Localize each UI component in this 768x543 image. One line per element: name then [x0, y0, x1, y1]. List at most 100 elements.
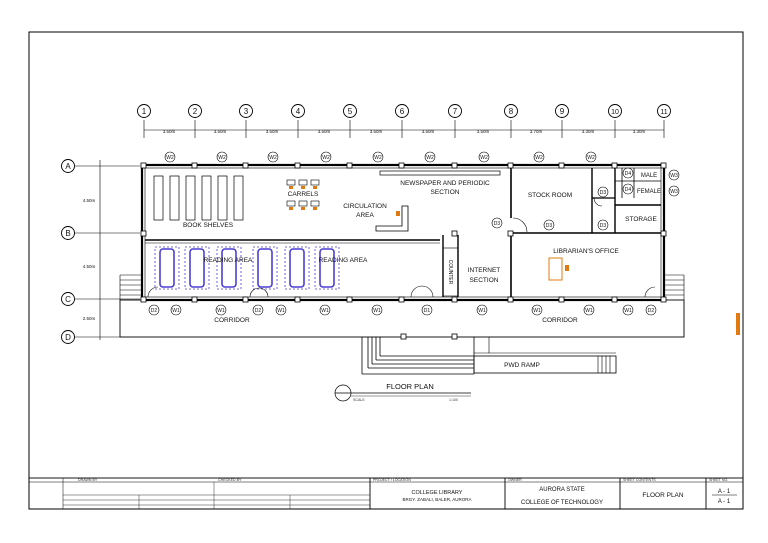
tag-text: W1: [277, 308, 285, 314]
grid-label: 2: [193, 107, 198, 116]
dimension-label: 3.50m: [477, 129, 490, 134]
dimension-label: 4.50m: [83, 264, 96, 269]
tag-text: D3: [546, 223, 553, 229]
newspaper-rack: [379, 170, 501, 176]
carrels-furniture: [286, 179, 320, 207]
tag-text: W1: [373, 308, 381, 314]
label-circulation-area: AREA: [356, 212, 374, 219]
grid-label: 7: [453, 107, 458, 116]
tag-text: W2: [269, 155, 277, 161]
grid-bubble-3: 3: [239, 104, 253, 118]
door-and-side-tags: D4 D4 W3 W3 D3 D3 D3 D3 D2 D2 D1 D2: [148, 167, 680, 316]
grid-label: 6: [400, 107, 405, 116]
door-tag-d3-c: D3: [491, 217, 503, 229]
grid-label: C: [65, 295, 71, 304]
grid-label: D: [65, 333, 71, 342]
owner-line-2: COLLEGE OF TECHNOLOGY: [521, 500, 603, 506]
tag-text: W2: [166, 155, 174, 161]
grid-bubble-1: 1: [137, 104, 151, 118]
tag-text: W1: [172, 308, 180, 314]
grid-rows: [74, 160, 140, 340]
grid-bubble-b: B: [61, 226, 75, 240]
tag-text: W2: [322, 155, 330, 161]
window-tag-w3-a: W3: [668, 169, 680, 181]
book-shelves: [153, 175, 244, 221]
window-tag: W2: [320, 151, 332, 163]
header-project: PROJECT / LOCATION: [373, 478, 411, 482]
label-internet-section: SECTION: [470, 277, 499, 284]
door-tag-d2-left: D2: [148, 304, 160, 316]
grid-bubble-7: 7: [448, 104, 462, 118]
grid-bubble-c: C: [61, 292, 75, 306]
counter-chair: [396, 211, 400, 216]
label-internet: INTERNET: [468, 267, 501, 274]
window-tag: W1: [215, 304, 227, 316]
project-name: COLLEGE LIBRARY: [412, 490, 463, 496]
room-labels: CARRELS NEWSPAPER AND PERIODIC SECTION S…: [183, 173, 661, 369]
grid-label: B: [65, 229, 70, 238]
window-tag: W1: [622, 304, 634, 316]
grid-label: 10: [611, 109, 619, 116]
window-tag: W1: [275, 304, 287, 316]
grid-label: 8: [509, 107, 514, 116]
tag-text: D2: [151, 308, 158, 314]
tag-text: W2: [480, 155, 488, 161]
edge-marker: [736, 313, 740, 335]
window-tag: W2: [533, 151, 545, 163]
entrance-stairs: [361, 337, 475, 375]
tag-text: W2: [218, 155, 226, 161]
window-tag-w3-b: W3: [668, 185, 680, 197]
label-storage: STORAGE: [625, 216, 657, 223]
project-location: BRGY. ZABALI, BALER, AURORA: [403, 497, 472, 502]
column-dimensions: 3.50m 3.50m 3.50m 3.50m 3.50m 3.50m 3.50…: [163, 129, 646, 134]
grid-bubble-2: 2: [188, 104, 202, 118]
grid-bubble-4: 4: [291, 104, 305, 118]
floor-plan-title: FLOOR PLAN SCALE 1:100: [334, 382, 471, 402]
sheet-number-bottom: A - 1: [718, 499, 731, 505]
window-tag: W2: [372, 151, 384, 163]
grid-bubble-9: 9: [555, 104, 569, 118]
label-newspaper-section: SECTION: [431, 189, 460, 196]
label-librarians-office: LIBRARIAN'S OFFICE: [553, 248, 619, 255]
carrel-chairs: [289, 186, 317, 210]
tag-text: D3: [600, 190, 607, 196]
librarian-desk: [548, 257, 563, 281]
tag-text: D4: [625, 171, 632, 177]
door-tag-d3-b: D3: [597, 219, 609, 231]
door-tag-d3-d: D3: [543, 219, 555, 231]
grid-label: 4: [296, 107, 301, 116]
window-tags-bottom: W1 W1 W1 W1 W1 W1 W1 W1 W1: [170, 304, 634, 316]
tag-text: W2: [374, 155, 382, 161]
reading-tables: [159, 248, 335, 288]
tag-text: D3: [494, 221, 501, 227]
title-block-text: DRAWN BY CHECKED BY PROJECT / LOCATION O…: [78, 478, 731, 506]
tag-text: D2: [648, 308, 655, 314]
window-tag: W1: [476, 304, 488, 316]
tag-text: D2: [255, 308, 262, 314]
tag-text: W1: [533, 308, 541, 314]
scale-label: SCALE: [353, 398, 365, 402]
window-tag: W1: [319, 304, 331, 316]
header-owner: OWNER: [508, 478, 522, 482]
window-tag: W2: [424, 151, 436, 163]
dimension-label: 3.30m: [633, 129, 646, 134]
window-tag: W1: [531, 304, 543, 316]
reading-chairs: [154, 246, 340, 290]
grid-label: A: [65, 162, 71, 171]
label-newspaper: NEWSPAPER AND PERIODIC: [400, 180, 490, 187]
label-reading-area-1: READING AREA: [204, 257, 253, 264]
label-circulation: CIRCULATION: [343, 203, 387, 210]
dimension-label: 3.50m: [370, 129, 383, 134]
window-tag: W2: [216, 151, 228, 163]
dimension-label: 3.50m: [214, 129, 227, 134]
window-tag: W2: [267, 151, 279, 163]
sheet-contents-value: FLOOR PLAN: [642, 492, 683, 499]
door-tag-d4-a: D4: [622, 167, 634, 179]
dimension-label: 3.50m: [422, 129, 435, 134]
dimension-label: 4.50m: [83, 198, 96, 203]
label-male: MALE: [641, 173, 657, 179]
label-female: FEMALE: [637, 189, 661, 195]
tag-text: W2: [587, 155, 595, 161]
dimension-label: 3.50m: [318, 129, 331, 134]
tag-text: W1: [217, 308, 225, 314]
